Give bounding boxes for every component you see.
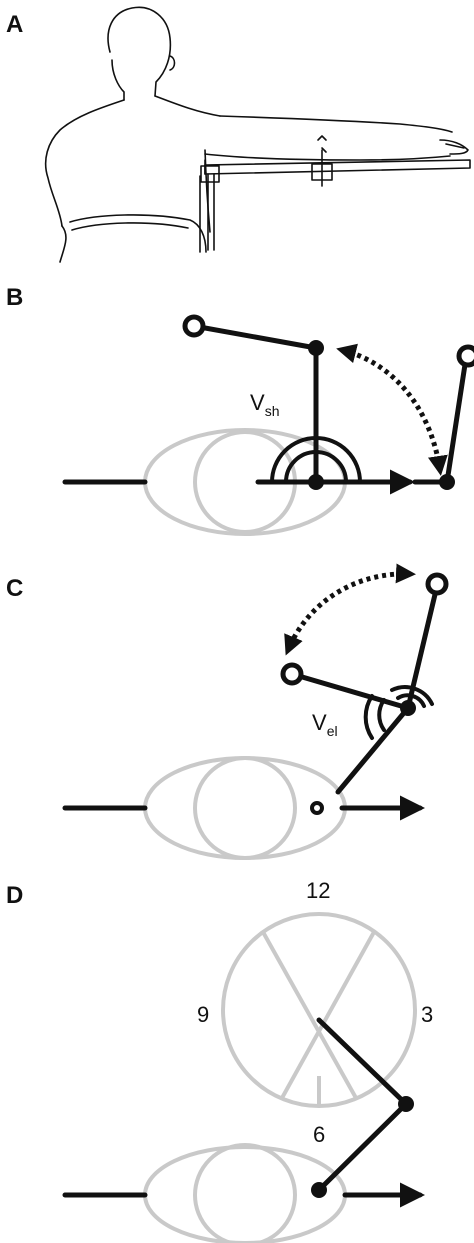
shoulder-pivot (310, 801, 324, 815)
shoulder-angle-label: Vsh (250, 390, 279, 419)
panel-d: D 12 3 6 9 (6, 878, 433, 1243)
head-outline (107, 6, 172, 97)
elbow-angle-arc-outer (363, 694, 374, 740)
elbow-joint (400, 700, 416, 716)
chair-back (69, 214, 207, 253)
ear-outline (169, 55, 176, 71)
hand-marker-alt (456, 344, 474, 368)
clock-circle (221, 912, 417, 1108)
forearm-segment (316, 1017, 409, 1107)
elbow-angle-label: Vel (312, 710, 338, 739)
panel-a: A (6, 6, 471, 263)
elbow-joint (308, 340, 324, 356)
elbow-strap (200, 165, 220, 183)
panel-b-label: B (6, 284, 23, 311)
panel-b: B Vsh (6, 284, 474, 536)
elbow-angle-arc-inner (377, 698, 386, 732)
table-top (204, 159, 471, 175)
head-circle (193, 756, 297, 860)
clock-6-label: 6 (313, 1122, 325, 1147)
arm-lower-contour (204, 153, 451, 161)
clock-9-label: 9 (197, 1002, 209, 1027)
forearm-segment (191, 323, 319, 351)
clock-3-label: 3 (421, 1002, 433, 1027)
elbow-joint (398, 1096, 414, 1112)
clock-12-label: 12 (306, 878, 330, 903)
right-side-back (204, 149, 211, 233)
shoulder-joint (311, 1182, 327, 1198)
hand-marker (280, 662, 304, 686)
panel-c-label: C (6, 575, 23, 602)
forearm-segment (289, 671, 411, 711)
motion-arrow-b (336, 343, 448, 476)
marker-tick (317, 135, 327, 141)
left-shoulder (44, 99, 125, 227)
head-circle (193, 1143, 297, 1243)
elbow-joint-alt (439, 474, 455, 490)
motion-arrow-c (284, 563, 416, 656)
arm-upper-contour (219, 115, 453, 133)
hand-marker-alt (425, 572, 449, 596)
panel-c: C Vel (6, 563, 449, 860)
upper-arm-alt-segment (444, 355, 469, 485)
hand-marker (182, 314, 206, 338)
upper-arm-segment (335, 705, 411, 795)
panel-d-label: D (6, 882, 23, 909)
seated-person-sketch (44, 6, 471, 263)
hand-outline (439, 139, 469, 155)
upper-arm-segment (316, 1101, 409, 1193)
clock-face (221, 912, 417, 1108)
shoulder-joint (308, 474, 324, 490)
panel-a-label: A (6, 11, 23, 38)
